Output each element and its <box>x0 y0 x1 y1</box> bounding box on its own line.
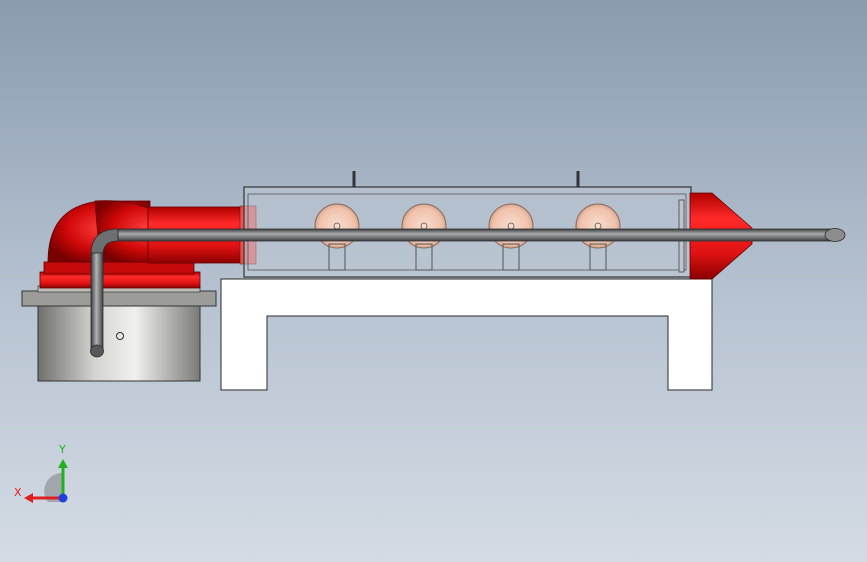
support-frame[interactable] <box>220 278 713 391</box>
x-axis-arrowhead-icon <box>24 493 33 503</box>
canister-housing[interactable] <box>37 305 201 382</box>
x-axis-label: X <box>14 486 22 499</box>
z-axis-dot-icon <box>58 493 68 503</box>
base-flange[interactable] <box>21 285 217 307</box>
supply-pipe[interactable] <box>90 228 846 358</box>
coordinate-triad[interactable]: Y X <box>12 440 92 520</box>
bolt-hole <box>116 332 124 340</box>
y-axis-arrowhead-icon <box>58 459 68 468</box>
y-axis-label: Y <box>58 443 66 456</box>
triad-plane-icon <box>44 472 63 502</box>
glass-tank[interactable] <box>243 171 692 278</box>
red-elbow-duct[interactable] <box>39 200 257 289</box>
